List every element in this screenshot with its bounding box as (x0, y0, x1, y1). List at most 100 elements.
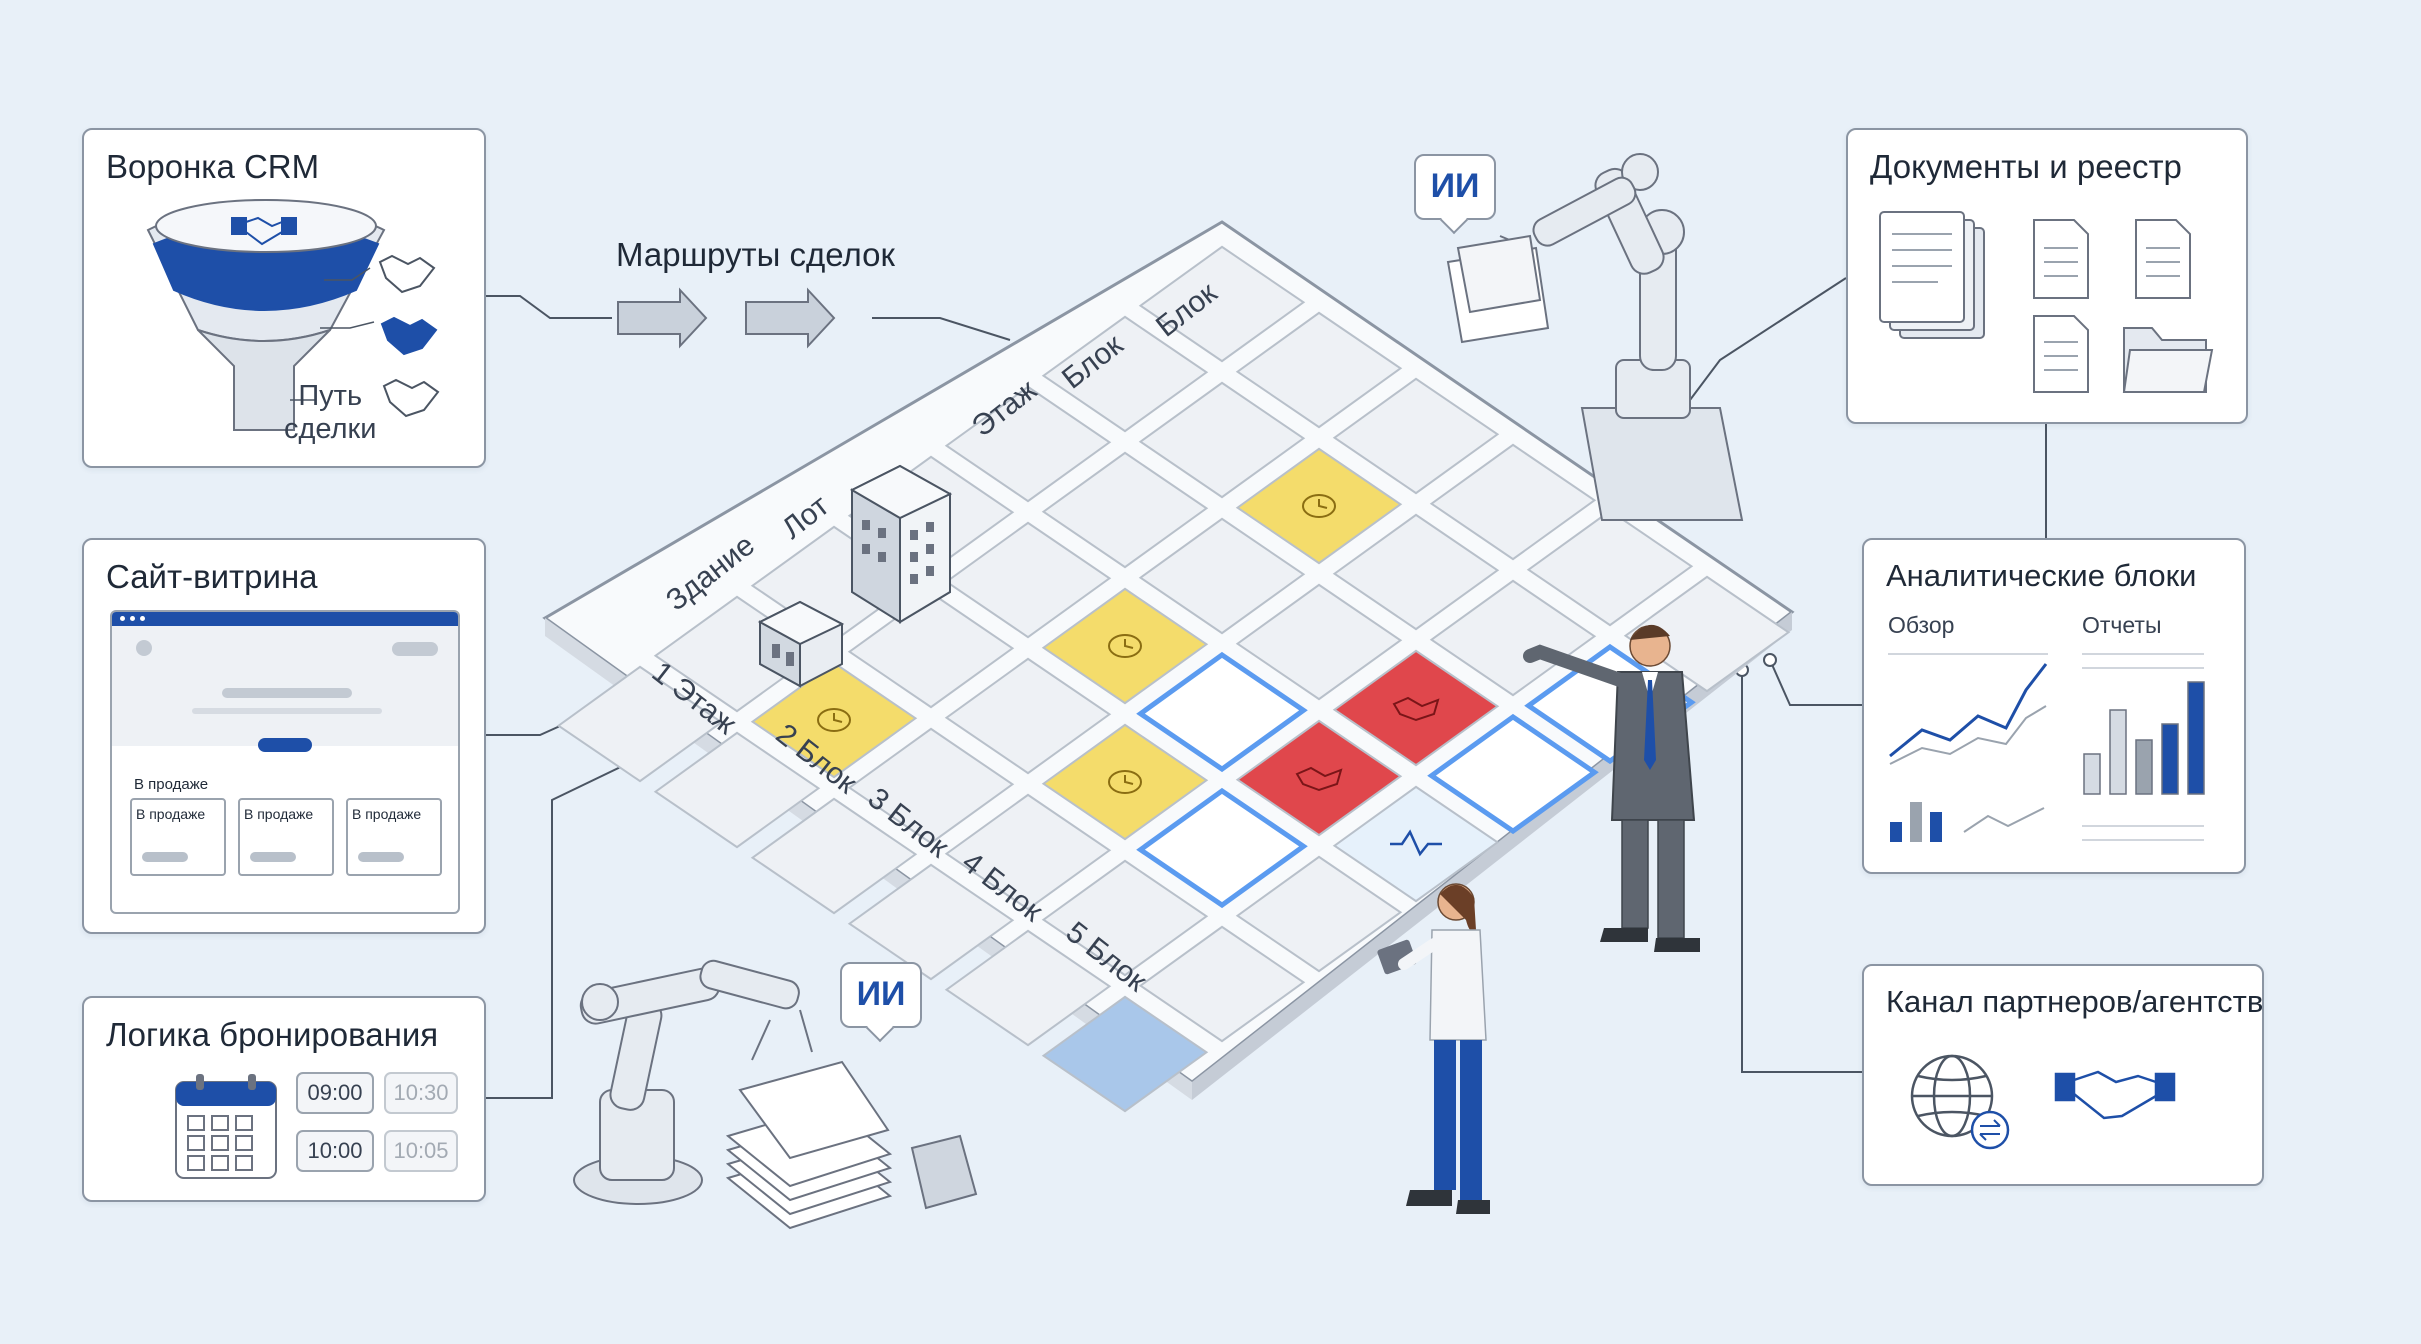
listing-card-2[interactable]: В продаже (238, 798, 334, 876)
listing-card-3[interactable]: В продаже (346, 798, 442, 876)
board-cell[interactable] (1041, 859, 1209, 977)
line-chart-icon (1889, 663, 2048, 765)
board-cell[interactable] (1235, 855, 1403, 973)
businessman-figure (1523, 624, 1700, 952)
time-slot-1005[interactable]: 10:05 (384, 1130, 458, 1172)
board-cell[interactable] (847, 727, 1015, 845)
route-arrows (617, 287, 836, 349)
handshake-icon (231, 216, 297, 246)
board-cell[interactable] (847, 863, 1015, 981)
time-slot-1030[interactable]: 10:30 (384, 1072, 458, 1114)
board-cell[interactable] (944, 657, 1112, 775)
board-cell[interactable] (653, 731, 821, 849)
paper-stack-icon (725, 1060, 893, 1230)
storefront-panel: Сайт-витрина В продаже В продаже В прода… (82, 538, 486, 934)
reports-label: Отчеты (2082, 612, 2162, 638)
globe-icon (1910, 1054, 1994, 1138)
on-sale-heading: В продаже (134, 776, 209, 793)
document-icons (1879, 211, 2214, 393)
browser-window: В продаже В продаже В продаже В продаже (110, 610, 460, 914)
handshake-icon (1295, 766, 1343, 792)
routes-connector (872, 317, 1011, 341)
board-cell[interactable] (1138, 245, 1306, 363)
board-cell[interactable] (944, 929, 1112, 1047)
board-cell-glow[interactable] (1136, 651, 1308, 773)
storefront-title: Сайт-витрина (106, 558, 318, 595)
handshake-icon-2 (380, 316, 438, 356)
listing-card-1[interactable]: В продаже (130, 798, 226, 876)
time-slot-1000[interactable]: 10:00 (296, 1130, 374, 1172)
listing-card-2-label: В продаже (244, 806, 314, 822)
small-bar-chart-icon (1890, 802, 1942, 842)
ai-badge-top: ИИ (1414, 154, 1496, 220)
folder-icon (910, 1134, 978, 1210)
documents-title: Документы и реестр (1870, 148, 2182, 185)
board-cell-glow[interactable] (1136, 787, 1308, 909)
board-cell[interactable] (750, 797, 918, 915)
analytics-panel: Аналитические блоки Обзор Отчеты (1862, 538, 2246, 874)
robot-arm-icon (1499, 153, 1744, 521)
bar-chart-icon (2083, 681, 2205, 795)
board-cell[interactable] (1429, 579, 1597, 697)
handshake-icon-3 (382, 378, 440, 418)
board-cell[interactable] (1623, 575, 1791, 693)
booking-panel: Логика бронирования 09:00 10:30 10:00 10… (82, 996, 486, 1202)
board-cell[interactable] (1138, 925, 1306, 1043)
board-cell[interactable] (556, 665, 724, 783)
board-cell-red[interactable] (1235, 719, 1403, 837)
board-cell[interactable] (1041, 451, 1209, 569)
board-cell[interactable] (1332, 377, 1500, 495)
board-cell-floor[interactable] (1041, 995, 1209, 1113)
small-line-icon (1963, 807, 2045, 833)
hero-section (112, 626, 458, 752)
woman-figure (1377, 883, 1490, 1214)
small-building-icon (757, 600, 845, 688)
deal-path-line2: сделки (284, 413, 377, 445)
board-cell[interactable] (1526, 509, 1694, 627)
overview-label: Обзор (1888, 612, 1955, 638)
document-stack-icon (1879, 211, 1985, 339)
partners-connector (1741, 670, 1862, 1073)
partners-title: Канал партнеров/агентств (1886, 984, 2264, 1019)
partners-panel: Канал партнеров/агентств (1862, 964, 2264, 1186)
board-cell[interactable] (944, 793, 1112, 911)
board-cell-glow[interactable] (1427, 713, 1599, 835)
board-cell[interactable] (1235, 583, 1403, 701)
crm-title: Воронка CRM (106, 148, 320, 185)
board-cell[interactable] (847, 591, 1015, 709)
analytics-charts (1888, 653, 2205, 842)
handshake-icon (1392, 696, 1440, 722)
handshake-icon-1 (378, 254, 436, 294)
analytics-title: Аналитические блоки (1886, 558, 2197, 593)
clock-hand (1124, 639, 1134, 649)
crm-connector (484, 295, 612, 319)
partners-icons (1910, 1054, 2176, 1150)
booking-connector (484, 747, 661, 1099)
documents-panel: Документы и реестр (1846, 128, 2248, 424)
board-cell-red[interactable] (1332, 649, 1500, 767)
clock-icon (1108, 770, 1142, 794)
ai-badge-bottom: ИИ (840, 962, 922, 1028)
handshake-icon-partners (2054, 1070, 2176, 1120)
listing-card-1-label: В продаже (136, 806, 206, 822)
board-cell[interactable] (944, 385, 1112, 503)
board-cell[interactable] (1138, 381, 1306, 499)
booking-title: Логика бронирования (106, 1016, 439, 1053)
clock-icon (817, 708, 851, 732)
exchange-icon (1970, 1110, 2010, 1150)
clock-icon (1108, 634, 1142, 658)
time-slot-0900[interactable]: 09:00 (296, 1072, 374, 1114)
board-cell[interactable] (944, 521, 1112, 639)
hero-cta-button[interactable] (258, 738, 312, 752)
board-cell[interactable] (1235, 311, 1403, 429)
board-cell[interactable] (1429, 443, 1597, 561)
document-icon-c (2033, 315, 2089, 393)
board-cell[interactable] (1332, 513, 1500, 631)
routes-label: Маршруты сделок (616, 236, 895, 273)
document-icon (1446, 234, 1550, 344)
clock-hand (1124, 775, 1134, 785)
board-cell[interactable] (1041, 315, 1209, 433)
board-cell[interactable] (1138, 517, 1306, 635)
